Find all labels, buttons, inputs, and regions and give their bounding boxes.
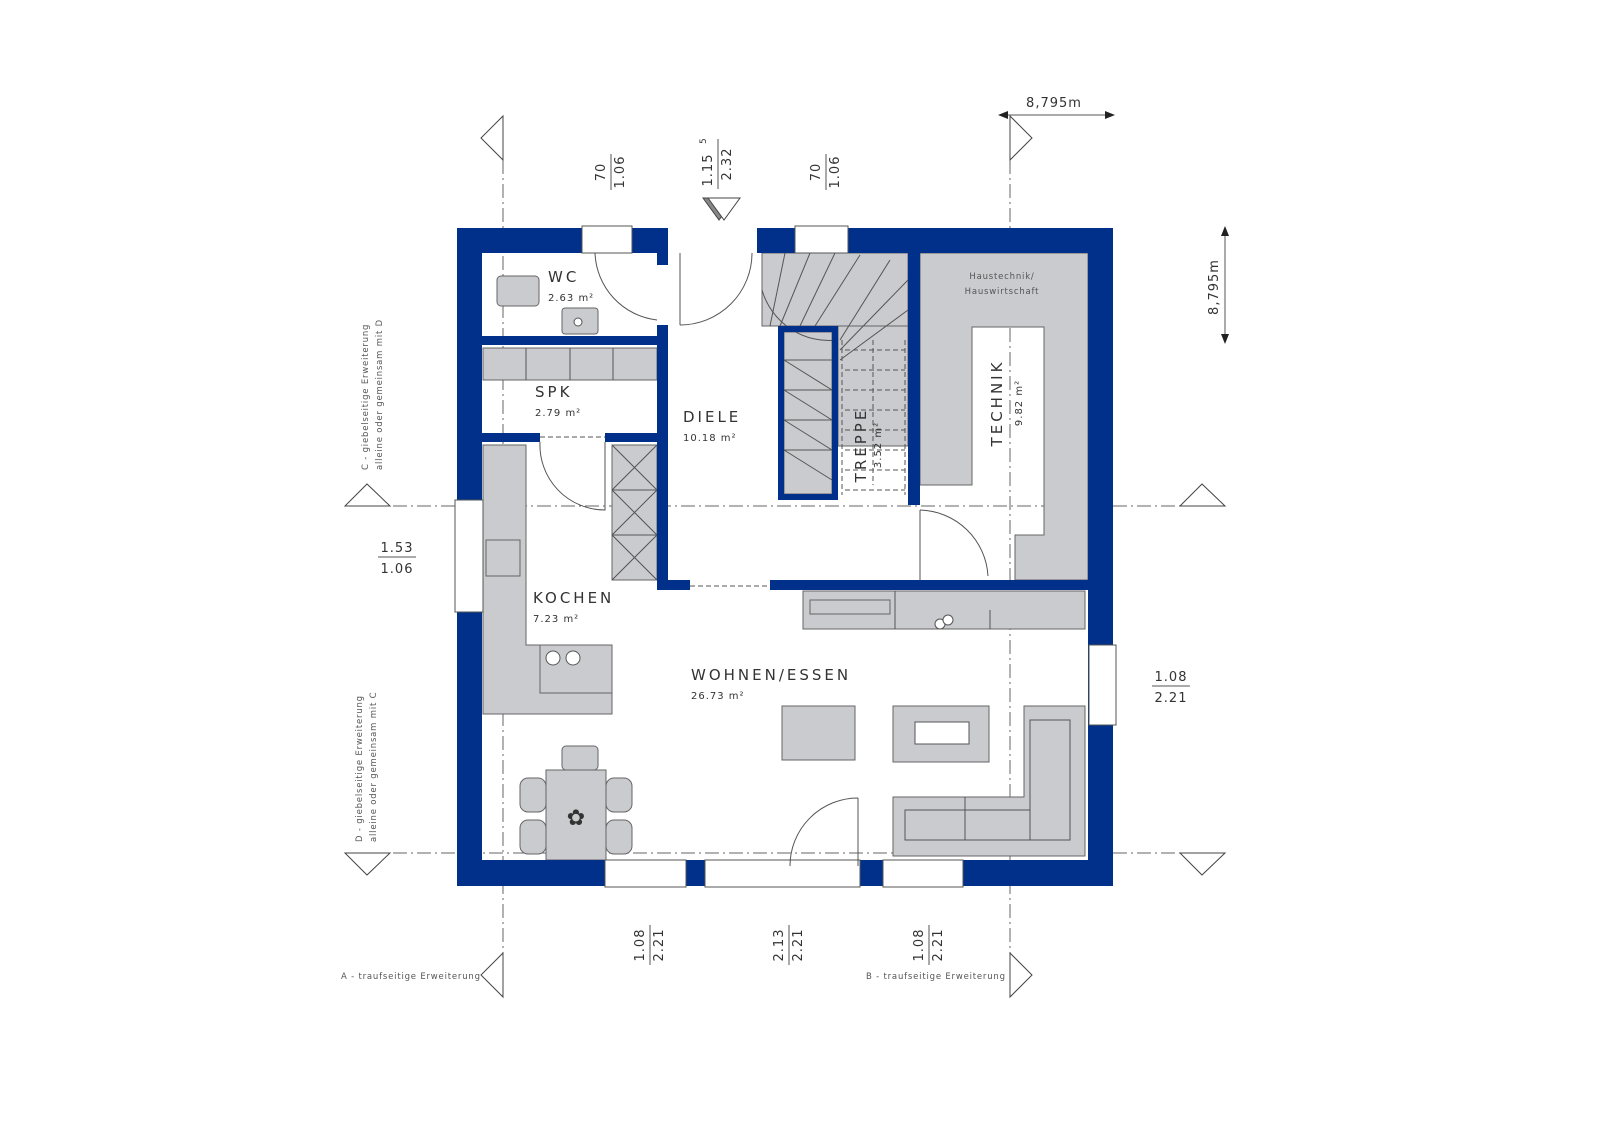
- dim-top: 70: [809, 163, 824, 182]
- spk-shelves: [482, 347, 658, 381]
- dim-top: 1.53: [381, 541, 414, 556]
- kitchen-units: [482, 444, 658, 715]
- room-diele: DIELE 10.18 m²: [683, 408, 741, 444]
- dim-top: 1.08: [1155, 670, 1188, 685]
- width-dimension: 8,795m: [998, 96, 1115, 119]
- svg-text:✿: ✿: [567, 806, 585, 831]
- dim-left-window: 1.53 1.06: [378, 541, 416, 577]
- room-name: WC: [548, 268, 579, 286]
- room-area: 3.52 m²: [873, 422, 884, 468]
- room-area: 2.79 m²: [535, 408, 581, 419]
- room-name: WOHNEN/ESSEN: [691, 666, 851, 684]
- living-furniture: ✿: [519, 590, 1086, 861]
- doors: [539, 252, 989, 867]
- note-line: alleine oder gemeinsam mit D: [375, 319, 385, 470]
- dim-bottom: 1.06: [828, 156, 843, 189]
- extension-a-label: A - traufseitige Erweiterung: [341, 972, 481, 982]
- dim-top: 2.13: [772, 929, 787, 962]
- dim-bottom: 2.32: [720, 148, 735, 181]
- windows: [454, 225, 1117, 888]
- room-subtitle: Hauswirtschaft: [965, 287, 1040, 297]
- dim-top-window-1: 70 1.06: [594, 154, 628, 190]
- dim-superscript: 5: [699, 138, 709, 144]
- room-spk: SPK 2.79 m²: [535, 383, 581, 419]
- room-wohnen-essen: WOHNEN/ESSEN 26.73 m²: [691, 666, 851, 702]
- dim-top: 70: [594, 163, 609, 182]
- width-label: 8,795m: [1026, 96, 1082, 111]
- room-subtitle: Haustechnik/: [969, 272, 1034, 282]
- wc-fixtures: [496, 275, 599, 335]
- room-name: TECHNIK: [988, 360, 1006, 448]
- dim-bottom: 2.21: [1155, 691, 1188, 706]
- note-line: C - giebelseitige Erweiterung: [361, 324, 371, 470]
- dim-top: 1.08: [633, 929, 648, 962]
- room-name: TREPPE: [852, 408, 870, 484]
- note-line: alleine oder gemeinsam mit C: [369, 692, 379, 842]
- note-line: D - giebelseitige Erweiterung: [355, 695, 365, 842]
- depth-label: 8,795m: [1207, 259, 1222, 315]
- room-area: 2.63 m²: [548, 293, 594, 304]
- dim-bottom: 2.21: [791, 929, 806, 962]
- dim-bottom: 1.06: [613, 156, 628, 189]
- dim-bottom-door: 2.13 2.21: [772, 925, 806, 965]
- extension-c-label: C - giebelseitige Erweiterung alleine od…: [361, 319, 385, 470]
- dim-top-door: 1.15 5 2.32: [699, 138, 735, 189]
- section-markers: [343, 114, 1227, 999]
- dim-bottom-window-2: 1.08 2.21: [912, 925, 946, 965]
- room-name: DIELE: [683, 408, 741, 426]
- room-area: 9.82 m²: [1014, 380, 1025, 426]
- dim-right-window: 1.08 2.21: [1152, 670, 1190, 706]
- extension-d-label: D - giebelseitige Erweiterung alleine od…: [355, 692, 379, 842]
- dim-bottom: 2.21: [931, 929, 946, 962]
- room-kochen: KOCHEN 7.23 m²: [533, 589, 614, 625]
- dim-bottom-window-1: 1.08 2.21: [633, 925, 667, 965]
- room-treppe: TREPPE 3.52 m²: [852, 408, 884, 484]
- room-name: SPK: [535, 383, 572, 401]
- dim-top: 1.08: [912, 929, 927, 962]
- room-wc: WC 2.63 m²: [548, 268, 594, 304]
- room-area: 7.23 m²: [533, 614, 579, 625]
- dim-bottom: 2.21: [652, 929, 667, 962]
- depth-dimension: 8,795m: [1207, 226, 1229, 344]
- room-technik: Haustechnik/ Hauswirtschaft TECHNIK 9.82…: [965, 272, 1040, 448]
- dim-top-window-2: 70 1.06: [809, 154, 843, 190]
- room-area: 10.18 m²: [683, 433, 737, 444]
- dim-bottom: 1.06: [381, 562, 414, 577]
- room-area: 26.73 m²: [691, 691, 745, 702]
- room-name: KOCHEN: [533, 589, 614, 607]
- walls: [457, 228, 1113, 886]
- dim-top: 1.15: [701, 154, 716, 187]
- extension-b-label: B - traufseitige Erweiterung: [866, 972, 1006, 982]
